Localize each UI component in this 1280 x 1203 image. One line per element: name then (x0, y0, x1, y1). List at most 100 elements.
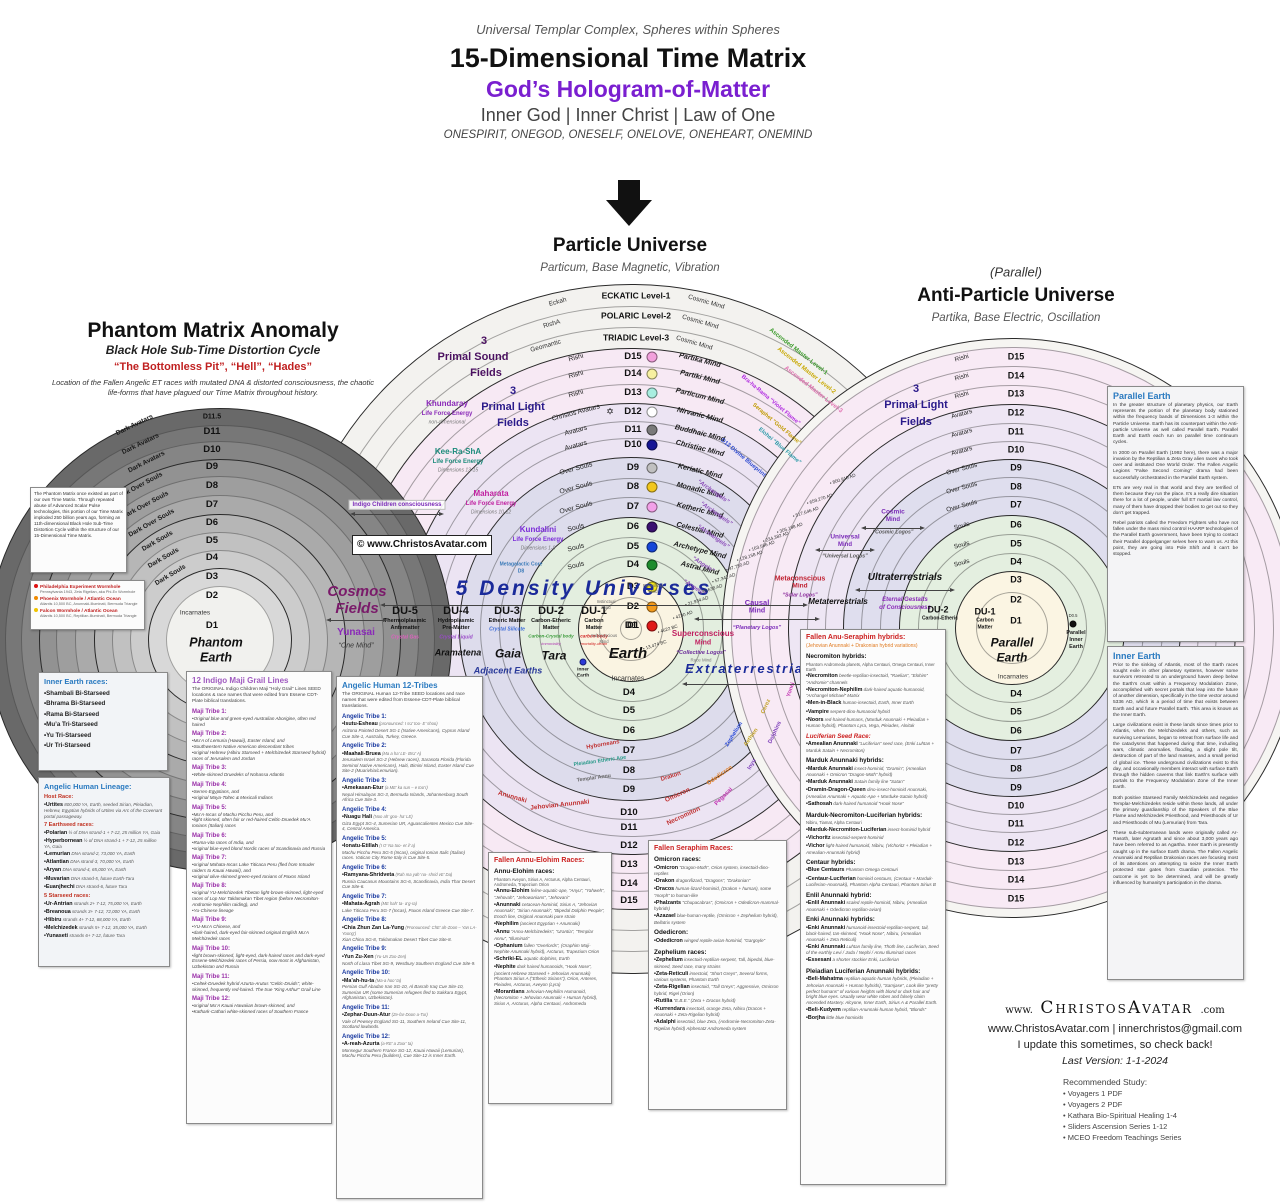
maji-tribe-line: •Yu-Chinese lineage (192, 907, 234, 913)
floating-label: Metagalactic Core (499, 561, 543, 568)
lineage-item: •Yunaseti strands 6+ 7-12, future Tara (44, 933, 125, 940)
floating-label: DU-2 (927, 604, 949, 615)
footer-contact[interactable]: www.ChristosAvatar.com | innerchristos@g… (987, 1023, 1243, 1035)
floating-label: Metaterrestrials (808, 596, 868, 606)
floating-label: D0.5 (1068, 612, 1078, 618)
angelic-tribe-item: •Ma’ah-hu-ta (Ma-a hoo’ ta)Persian Gulf … (342, 977, 468, 1001)
anti-dimension-label-bottom: D11 (1007, 818, 1025, 829)
dimension-dot (646, 521, 658, 533)
dimension-label: D2 (626, 601, 640, 613)
anti-dimension-label-bottom: D13 (1007, 856, 1025, 867)
dimension-label: D1 (626, 620, 640, 632)
phantom-dimension-label: D8 (205, 480, 219, 492)
double-arrow-head (682, 681, 687, 686)
anti-dimension-label-bottom: D8 (1010, 763, 1022, 774)
anti-dimension-label-bottom: D10 (1007, 800, 1025, 811)
phantom-sub1: Black Hole Sub-Time Distortion Cycle (105, 343, 321, 357)
copyright-plate[interactable]: © www.ChristosAvatar.com (352, 535, 492, 555)
poster-header: Universal Templar Complex, Spheres withi… (0, 0, 1256, 141)
fallen-race-item: •Essesani a shorter stockier Enki, Lucif… (806, 957, 900, 964)
floating-label: Cosmic (881, 508, 905, 516)
fallen-race-item: •Ophanium fallen “Overlords”, (Oraphim M… (494, 942, 600, 955)
dimension-label: D10 (624, 439, 642, 451)
double-arrow-head (815, 547, 820, 552)
double-arrow-head (870, 547, 875, 552)
floating-label: Dimensions 1-9 (520, 545, 556, 552)
floating-label: “One Mind” (338, 642, 374, 650)
tribes-title: Angelic Human 12-Tribes (342, 681, 438, 690)
annu-elohim-title: Fallen Annu-Elohim Races: (494, 857, 585, 864)
annu-elohim-sub: Annu-Elohim races: (494, 868, 555, 875)
angelic-tribe-header: Angelic Tribe 6: (342, 864, 387, 871)
floating-label: Inner (577, 667, 589, 673)
floating-label: Primal Light (884, 399, 948, 412)
anu-seraphim-title: Fallen Anu-Seraphim hybrids: (806, 634, 906, 641)
lineage-item: •Lemurian DNA strand-2, 73,000 YA, Earth (44, 851, 135, 858)
study-item: • Sliders Ascension Series 1-12 (1063, 1122, 1168, 1131)
anu-seraphim-group-header: Necromiton hybrids: (806, 653, 867, 660)
lineage-item: •Atlantian DNA strand-3, 70,000 YA, Eart… (44, 859, 134, 866)
floating-label: 5 Density Universes (455, 576, 713, 600)
dimension-label-bottom: D10 (620, 807, 638, 819)
inner-earth-paragraph: These sub-subterranean lands were origin… (1113, 830, 1238, 886)
star-of-david-icon: ✡ (606, 406, 614, 417)
fallen-race-item: •Drakon dragon/lizard, “Dragons”, “Drako… (654, 878, 751, 885)
fallen-race-item: •Omicron “Dragon-Moth”, Orion system, in… (654, 864, 770, 877)
floating-label: Mind (599, 638, 609, 644)
phantom-dimension-label: D9 (205, 461, 219, 473)
fallen-race-item: •Zeta-Reticuli insectoid, “Short Greys”,… (654, 970, 769, 983)
study-item: • Voyagers 2 PDF (1063, 1100, 1123, 1109)
floating-label: Life Force Energy (432, 458, 484, 465)
fallen-race-item: •Phalzants “Chupacabras”, (Omicron + Ode… (654, 899, 780, 912)
double-arrow (859, 590, 951, 591)
fallen-race-item: •Vichoritz insectoid-serpent-hominid (806, 834, 884, 841)
maji-tribe-line: •Rama-vita races of India, and (192, 839, 254, 845)
dimension-label: D6 (626, 521, 640, 533)
marker-dot (1069, 620, 1077, 628)
floating-label: Life Force Energy (512, 536, 564, 543)
dimension-dot (646, 387, 658, 399)
inner-earth-race-item: •Bhrama Bi-Starseed (44, 700, 106, 707)
fallen-race-item: •Vampire serpent-dino-humanoid hybrid (806, 708, 890, 715)
dimension-dot (646, 439, 658, 451)
angelic-tribe-item: •Maahali-Bruea (Ma a ha’ LE- BrU’ A)Jeru… (342, 750, 474, 774)
phantom-earth-label: Earth (200, 650, 232, 665)
floating-label: Aramatena (434, 647, 482, 658)
fallen-race-item: •Dracos human-lizard-hominid, (Drakon + … (654, 886, 772, 898)
double-arrow (865, 528, 921, 529)
floating-label: Universal (830, 533, 860, 541)
floating-label: Causal (744, 598, 770, 608)
floating-label: Matter (542, 625, 560, 632)
fallen-race-item: •Enki Anunnaki humanoid-insectoid-reptil… (806, 924, 929, 942)
floating-label: Indigo Children consciousness (348, 499, 446, 511)
down-arrow-head-icon (606, 200, 652, 226)
floating-label: mortality-death (580, 640, 608, 646)
phantom-dimension-label: D2 (205, 590, 219, 602)
floating-label: Mind (886, 516, 900, 523)
dimension-dot (646, 351, 658, 363)
double-arrow (354, 514, 440, 515)
lineage-section-header: Host Race: (44, 794, 74, 800)
phantom-dimension-label: D5 (205, 535, 219, 547)
maji-intro: The ORIGINAL Indigo Children Maji “Holy … (192, 687, 321, 704)
maji-tribe-header: Maji Tribe 12: (192, 996, 231, 1003)
fallen-race-item: •Nephite dark haired humanoids, “Hook No… (494, 964, 598, 987)
fallen-race-item: •Morantians Jehovian-Nephilim Humanoid, … (494, 988, 598, 1006)
maji-tribe-line: •light brown-skinned, light-eyed, dark-h… (192, 952, 325, 970)
phantom-title: Phantom Matrix Anomaly (87, 319, 339, 342)
dimension-label: D5 (626, 541, 640, 553)
angelic-tribe-item: •Amekasan-Etur (a ME’ ka sun – e too’r)N… (342, 785, 469, 803)
footer-logo: www. ChristosAvatar .com (975, 998, 1255, 1018)
anu-seraphim-group-header: Luciferian Seed Race: (806, 732, 871, 740)
fallen-race-item: •Schriki-EL aquatic dolphins, Earth (494, 956, 570, 963)
dimension-label-bottom: D15 (620, 895, 638, 907)
inner-earth-box: Inner Earth Prior to the sinking of Atla… (1107, 646, 1244, 980)
anti-dimension-label-bottom: D9 (1010, 782, 1022, 793)
anti-particle-pre: (Parallel) (989, 264, 1043, 280)
anti-sphere-ring (976, 592, 1048, 664)
floating-label: Crystal Liquid (439, 634, 473, 641)
inner-earth-race-item: •Yu Tri-Starseed (44, 731, 92, 739)
floating-label: Incarnates (997, 673, 1029, 681)
